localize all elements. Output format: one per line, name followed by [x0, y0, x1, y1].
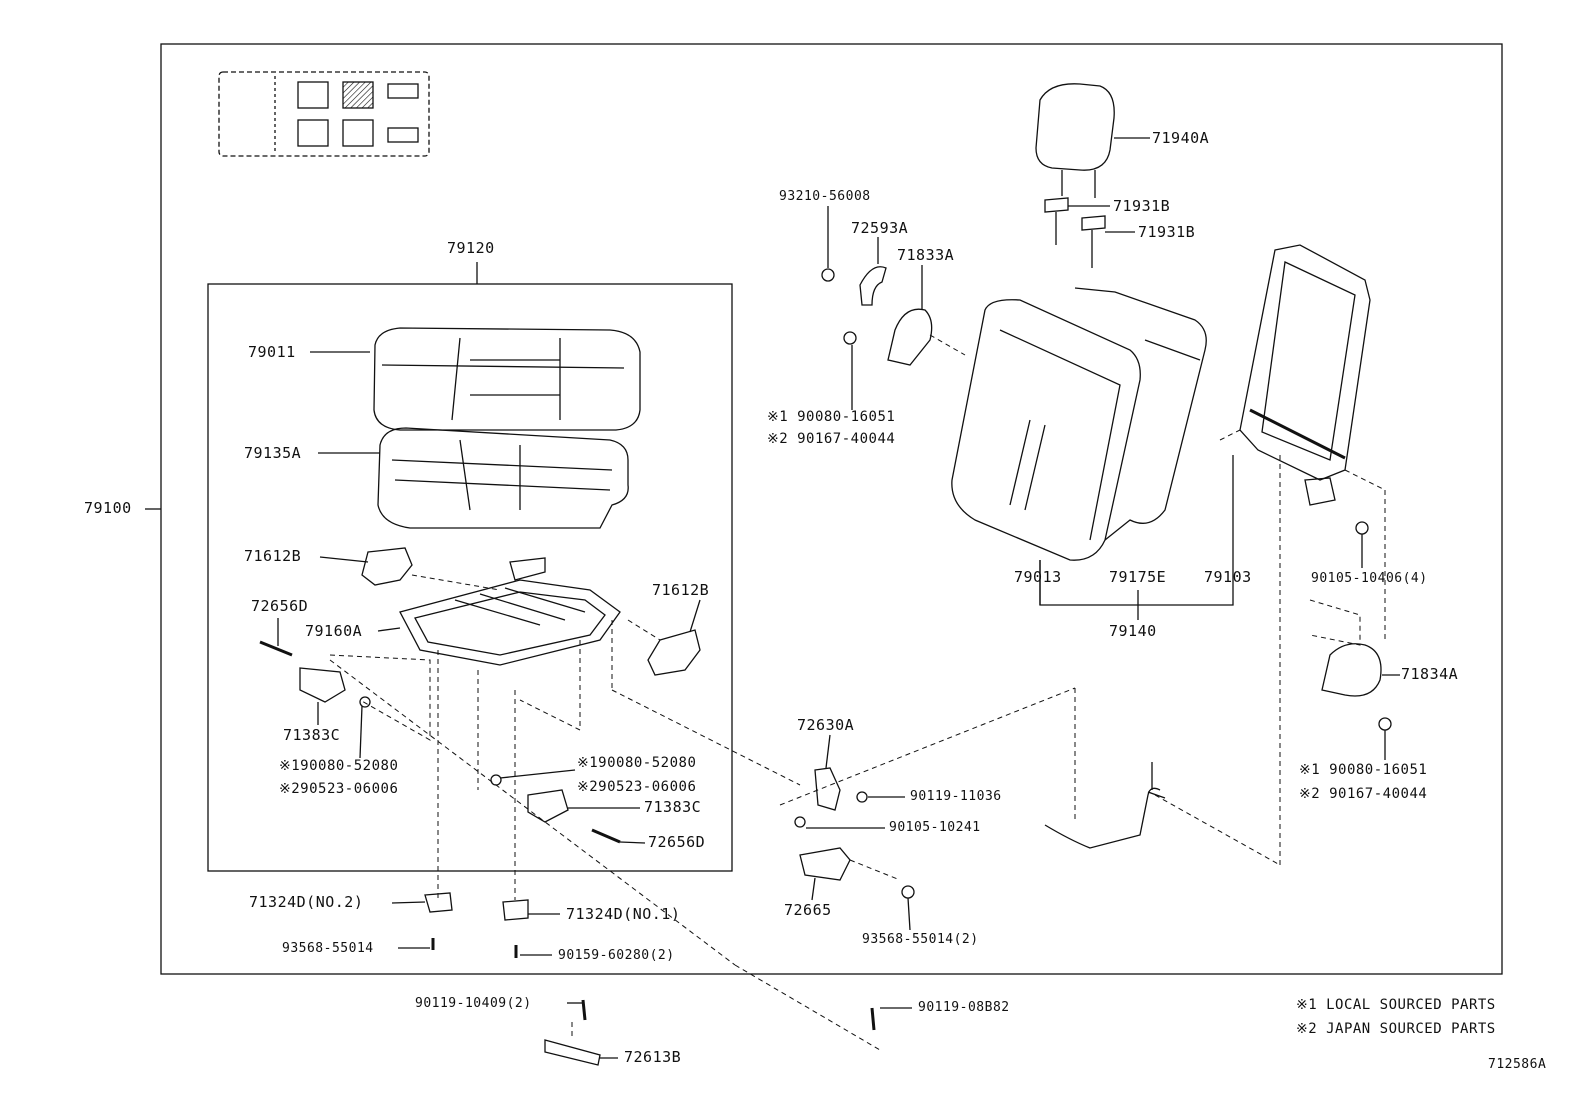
label-90105-10241: 90105-10241	[889, 820, 981, 835]
label-90119-11036: 90119-11036	[910, 789, 1002, 804]
label-90119-08b82: 90119-08B82	[918, 1000, 1010, 1015]
label-72613b: 72613B	[624, 1048, 682, 1066]
label-93568-55014: 93568-55014	[282, 941, 374, 956]
seatback-frame	[1239, 244, 1371, 506]
label-72656d-mid: 72656D	[648, 833, 706, 851]
label-71612b-right: 71612B	[652, 581, 710, 599]
label-72593a: 72593A	[851, 219, 909, 237]
label-note-bolt-2: ※2 90167-40044	[767, 431, 896, 447]
label-71324d-no1: 71324D(NO.1)	[566, 905, 681, 923]
label-note-bolt-1: ※1 90080-16051	[767, 409, 896, 425]
label-93210-56008: 93210-56008	[779, 189, 871, 204]
label-79140: 79140	[1109, 622, 1157, 640]
label-90159-60280: 90159-60280(2)	[558, 948, 675, 963]
label-note-right-1: ※1 90080-16051	[1299, 762, 1428, 778]
label-72665: 72665	[784, 901, 832, 919]
label-79175e: 79175E	[1109, 568, 1167, 586]
headrest	[1035, 83, 1115, 198]
label-79013: 79013	[1014, 568, 1062, 586]
label-72630a: 72630A	[797, 716, 855, 734]
label-71383c-left: 71383C	[283, 726, 341, 744]
label-note-mid-2: ※290523-06006	[577, 779, 697, 795]
diagram-id: 712586A	[1488, 1057, 1547, 1072]
label-79120: 79120	[447, 239, 495, 257]
label-79100: 79100	[84, 499, 132, 517]
label-71324d-no2: 71324D(NO.2)	[249, 893, 364, 911]
assembly-frame	[160, 43, 1503, 975]
seat-cushion-pad	[377, 427, 629, 529]
label-93568-55014-2: 93568-55014(2)	[862, 932, 979, 947]
label-71612b-left: 71612B	[244, 547, 302, 565]
cushion-frame	[207, 283, 733, 872]
label-79011: 79011	[248, 343, 296, 361]
label-note-left-1: ※190080-52080	[279, 758, 399, 774]
label-71834a: 71834A	[1401, 665, 1459, 683]
label-71940a: 71940A	[1152, 129, 1210, 147]
legend-japan: ※2 JAPAN SOURCED PARTS	[1296, 1021, 1496, 1037]
seat-cushion-cover	[373, 327, 641, 431]
seatback	[951, 287, 1207, 561]
label-79160a: 79160A	[305, 622, 363, 640]
legend-local: ※1 LOCAL SOURCED PARTS	[1296, 997, 1496, 1013]
label-71931b-2: 71931B	[1138, 223, 1196, 241]
label-71383c-mid: 71383C	[644, 798, 702, 816]
seat-frame	[399, 557, 621, 666]
label-71931b-1: 71931B	[1113, 197, 1171, 215]
label-90105-10406: 90105-10406(4)	[1311, 571, 1428, 586]
seat-location-inset	[218, 71, 430, 157]
label-note-left-2: ※290523-06006	[279, 781, 399, 797]
label-72656d-left: 72656D	[251, 597, 309, 615]
label-90119-10409: 90119-10409(2)	[415, 996, 532, 1011]
label-note-right-2: ※2 90167-40044	[1299, 786, 1428, 802]
label-note-mid-1: ※190080-52080	[577, 755, 697, 771]
label-79135a: 79135A	[244, 444, 302, 462]
label-71833a: 71833A	[897, 246, 955, 264]
label-79103: 79103	[1204, 568, 1252, 586]
